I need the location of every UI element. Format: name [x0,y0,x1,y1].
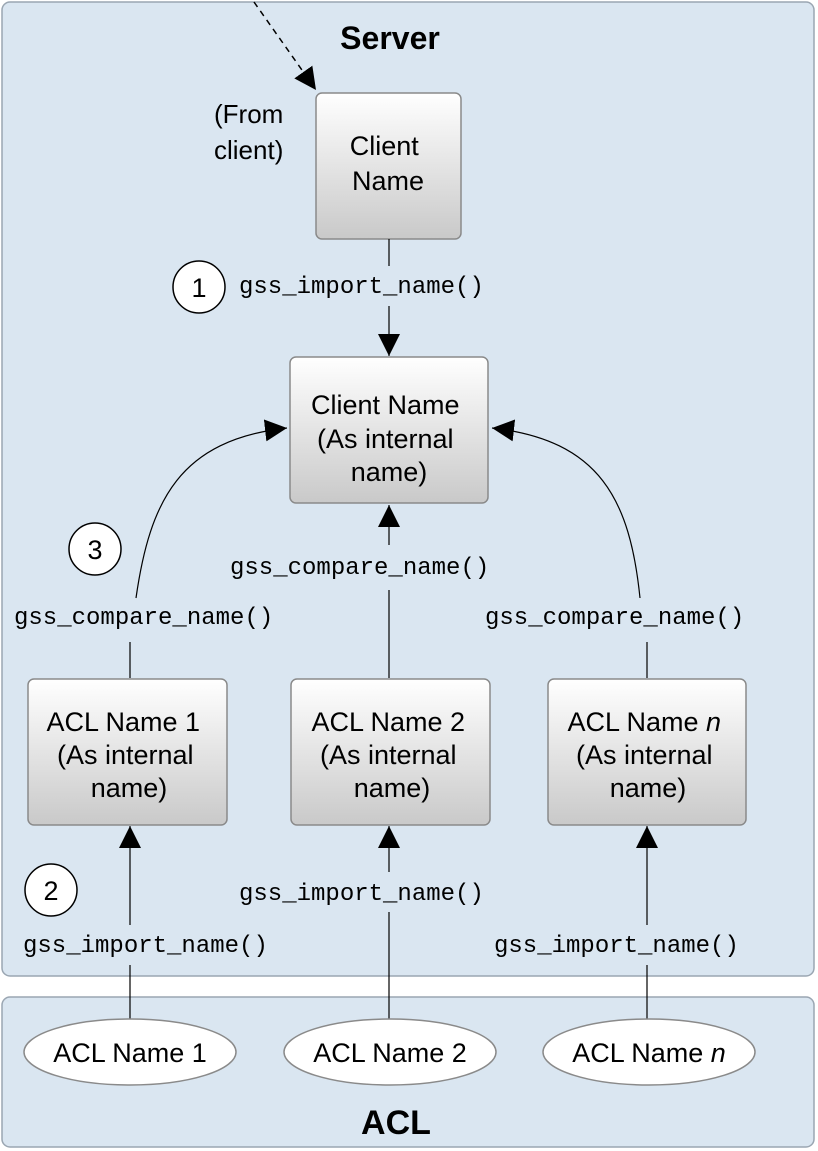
step-3-number: 3 [87,535,102,565]
acl-internal-box-n: ACL Name n (As internal name) [547,678,747,826]
import-middle-label: gss_import_name() [239,881,484,908]
acl-internal-n-suffix: n [706,707,721,737]
client-name-line1: Client [350,131,420,161]
acl-internal-n-line3: name) [610,773,687,803]
acl-entry-n-label: ACL Name n [572,1038,726,1068]
acl-internal-box-n-rect [547,678,747,826]
acl-internal-1-line1: ACL Name 1 [46,707,200,737]
acl-entry-2-suffix: 2 [452,1038,467,1068]
client-internal-text: Client Name (As internal name) [311,390,467,487]
step-1-circle [172,260,226,314]
compare-left-curve [135,419,288,599]
import-client-label: gss_import_name() [239,274,484,301]
acl-internal-2-line3: name) [354,773,431,803]
client-internal-line3: name) [351,457,428,487]
from-client-line2: client) [214,135,283,165]
acl-internal-1-suffix: 1 [185,707,200,737]
client-name-line2: Name [352,166,424,196]
compare-left-label: gss_compare_name() [14,605,273,632]
client-internal-box [289,356,489,504]
acl-internal-2-base: ACL Name [311,707,450,737]
acl-internal-box-1-text: ACL Name 1 (As internal name) [46,707,207,803]
import-left-label: gss_import_name() [23,933,268,960]
acl-internal-box-1: ACL Name 1 (As internal name) [27,678,228,826]
acl-internal-n-base: ACL Name [567,707,706,737]
acl-entry-2-ellipse [283,1018,497,1086]
acl-entry-1-label: ACL Name 1 [53,1038,207,1068]
client-internal-line1: Client Name [311,390,460,420]
acl-panel-title: ACL [361,1104,431,1142]
step-3-circle [68,522,122,576]
step-2-circle [24,863,78,917]
acl-internal-box-1-rect [27,678,228,826]
client-internal-line2: (As internal [317,424,454,454]
acl-internal-n-line2: (As internal [576,740,713,770]
acl-internal-2-suffix: 2 [450,707,465,737]
acl-entry-2-label: ACL Name 2 [313,1038,467,1068]
step-2-number: 2 [43,876,58,906]
acl-entry-1-ellipse [23,1018,237,1086]
incoming-dashed-arrow [253,1,317,91]
from-client-line1: (From [214,99,283,129]
client-name-text: Client Name [350,131,427,196]
step-1-number: 1 [191,273,206,303]
from-client-label: (From client) [214,99,291,165]
compare-right-label: gss_compare_name() [485,605,744,632]
acl-internal-box-n-text: ACL Name n (As internal name) [567,707,728,803]
acl-entry-2: ACL Name 2 [283,1018,497,1086]
acl-entry-1-base: ACL Name [53,1038,192,1068]
acl-internal-2-line2: (As internal [320,740,457,770]
acl-internal-box-2-text: ACL Name 2 (As internal name) [311,707,472,803]
acl-internal-1-line3: name) [91,773,168,803]
acl-internal-1-line2: (As internal [57,740,194,770]
import-right-label: gss_import_name() [494,933,739,960]
acl-entry-1-suffix: 1 [192,1038,207,1068]
compare-right-curve [491,419,641,599]
acl-entry-n: ACL Name n [542,1018,756,1086]
acl-entry-2-base: ACL Name [313,1038,452,1068]
compare-middle-label: gss_compare_name() [230,555,489,582]
acl-internal-2-line1: ACL Name 2 [311,707,465,737]
acl-entry-n-ellipse [542,1018,756,1086]
acl-internal-box-2: ACL Name 2 (As internal name) [290,678,491,826]
acl-entry-n-suffix: n [711,1038,726,1068]
server-title: Server [340,20,440,56]
acl-entry-1: ACL Name 1 [23,1018,237,1086]
acl-internal-box-2-rect [290,678,491,826]
acl-internal-n-line1: ACL Name n [567,707,721,737]
acl-entry-n-base: ACL Name [572,1038,711,1068]
acl-internal-1-base: ACL Name [46,707,185,737]
